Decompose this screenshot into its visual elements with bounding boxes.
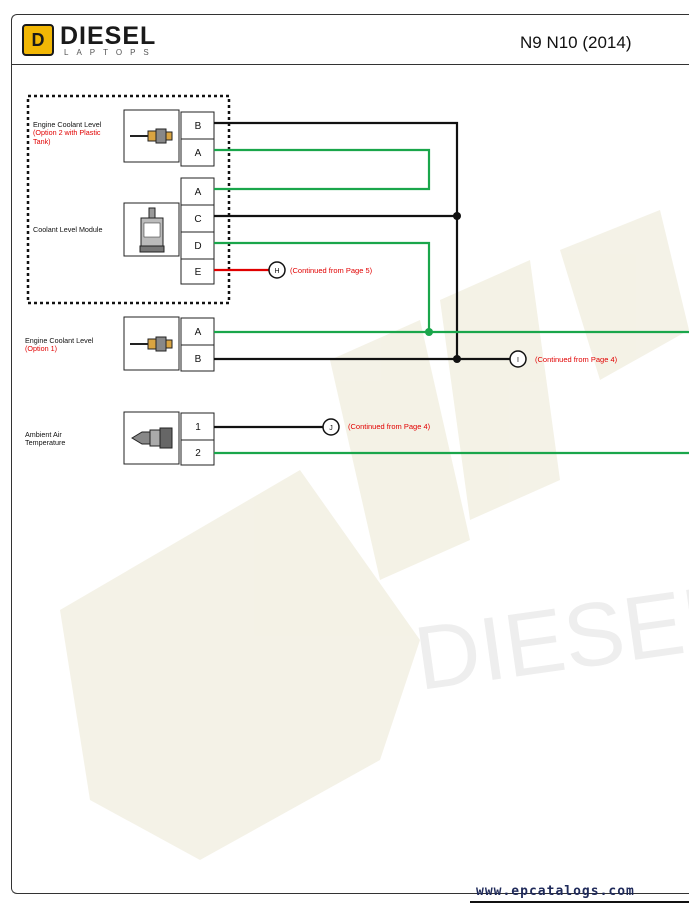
- pin-label: 2: [195, 448, 201, 459]
- continuation-note-j: (Continued from Page 4): [348, 422, 431, 431]
- footer-site-url: www.epcatalogs.com: [476, 884, 635, 899]
- pin-box: [180, 177, 215, 206]
- pin-label: C: [194, 214, 201, 225]
- sensor-image-coolant-level-opt1: [123, 316, 180, 371]
- component-label-coolant-module: Coolant Level Module: [33, 225, 103, 234]
- pin-label: B: [195, 354, 202, 365]
- sensor-image-coolant-level-opt2: [123, 109, 180, 163]
- pin-box: [180, 111, 215, 140]
- pin-label: B: [195, 121, 202, 132]
- pin-label: D: [194, 241, 201, 252]
- connector-letter: J: [329, 425, 333, 432]
- header-divider: [12, 64, 689, 65]
- logo-word: DIESEL: [60, 22, 157, 50]
- pin-box: [180, 412, 215, 441]
- pin-box: [180, 258, 215, 285]
- pin-label: 1: [195, 422, 201, 433]
- wire-black: [214, 121, 459, 359]
- footer-rule: [470, 901, 689, 903]
- pin-label: A: [195, 187, 202, 198]
- connector-node-i: [509, 350, 527, 368]
- component-label-coolant-level-opt2: Engine Coolant Level(Option 2 with Plast…: [33, 120, 102, 146]
- pin-label: E: [195, 267, 202, 278]
- sensor-image-ambient-air-temp: [123, 411, 180, 465]
- pin-box: [180, 138, 215, 167]
- pin-box: [180, 344, 215, 372]
- connector-letter: I: [517, 357, 519, 364]
- pin-label: A: [195, 327, 202, 338]
- component-label-ambient-air-temp: Ambient Air Temperature: [25, 430, 66, 448]
- page-title: N9 N10 (2014): [520, 33, 632, 52]
- wire-green: [214, 148, 431, 191]
- connector-letter: H: [274, 268, 279, 275]
- component-label-coolant-level-opt1: Engine Coolant Level(Option 1): [25, 336, 94, 354]
- junction-dot: [425, 328, 433, 336]
- continuation-note-h: (Continued from Page 5): [290, 266, 373, 275]
- wire-green: [214, 241, 431, 332]
- pin-box: [180, 204, 215, 233]
- module-image-coolant-level: [123, 202, 180, 257]
- brand-logo: D DIESEL LAPTOPS: [22, 22, 172, 62]
- logo-badge: D: [22, 24, 54, 56]
- junction-dot: [453, 212, 461, 220]
- connector-node-j: [322, 418, 340, 436]
- pin-label: A: [195, 148, 202, 159]
- pin-box: [180, 231, 215, 260]
- junction-dot: [453, 355, 461, 363]
- page-frame: [11, 14, 689, 894]
- connector-node-h: [268, 261, 286, 279]
- logo-subtitle: LAPTOPS: [64, 48, 157, 57]
- continuation-note-i: (Continued from Page 4): [535, 355, 618, 364]
